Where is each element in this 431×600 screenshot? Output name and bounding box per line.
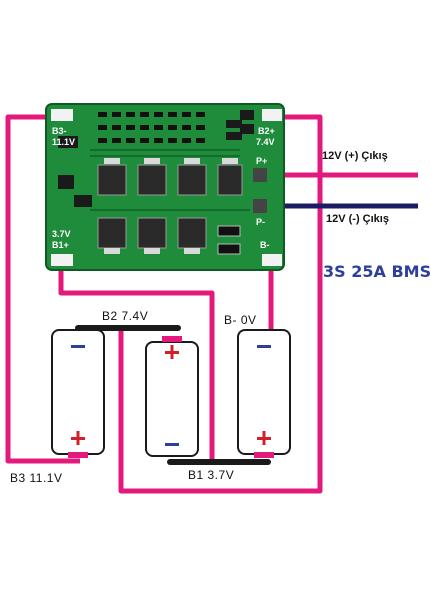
pad-b3 <box>51 109 73 121</box>
balance-wires <box>5 114 418 494</box>
label-b1: B1 3.7V <box>188 468 235 482</box>
silk-b3: B3- <box>52 126 67 136</box>
label-b3: B3 11.1V <box>10 471 63 485</box>
pad-b-minus <box>262 254 282 266</box>
label-b-minus: B- 0V <box>224 313 257 327</box>
bms-board <box>45 103 285 271</box>
label-b2: B2 7.4V <box>102 309 149 323</box>
silk-v1: 3.7V <box>52 229 71 239</box>
battery-cell-1 <box>237 329 291 458</box>
plus-sign-v <box>170 345 174 359</box>
wire-b3 <box>5 114 80 464</box>
silk-p-plus: P+ <box>256 156 267 166</box>
plus-sign-v <box>76 431 80 445</box>
battery-cell-3 <box>51 329 105 458</box>
battery-cell-2 <box>145 336 199 457</box>
silk-p-minus: P- <box>256 217 265 227</box>
silk-b-minus: B- <box>260 240 270 250</box>
silk-v2: 7.4V <box>256 137 275 147</box>
diagram-title: 3S 25A BMS <box>323 262 431 281</box>
bus-bars <box>75 325 271 465</box>
pad-p-plus <box>253 168 267 182</box>
output-positive-label: 12V (+) Çıkış <box>322 150 388 162</box>
pad-b2 <box>262 109 282 121</box>
silk-b2: B2+ <box>258 126 275 136</box>
wire-b2 <box>118 114 323 494</box>
pad-b1 <box>51 254 73 266</box>
minus-sign <box>165 443 179 446</box>
minus-sign <box>257 345 271 348</box>
pad-p-minus <box>253 199 267 213</box>
output-negative-label: 12V (-) Çıkış <box>326 213 389 225</box>
silk-b1: B1+ <box>52 240 69 250</box>
minus-sign <box>71 345 85 348</box>
wire-b1 <box>58 256 215 460</box>
plus-sign-v <box>262 431 266 445</box>
silk-v3: 11.1V <box>52 137 75 147</box>
